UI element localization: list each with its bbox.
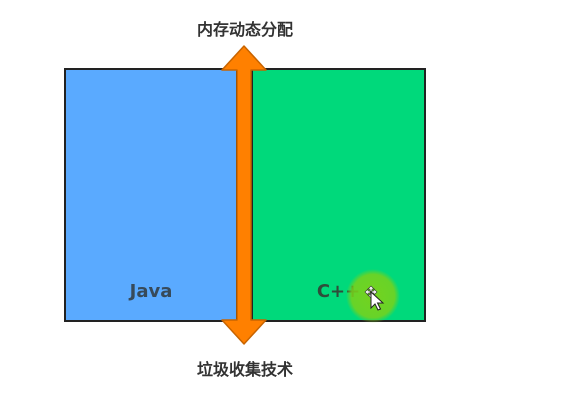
move-cursor-icon [364, 285, 385, 311]
bottom-caption: 垃圾收集技术 [196, 360, 293, 379]
top-caption: 内存动态分配 [196, 20, 293, 39]
java-box: Java [64, 68, 238, 322]
java-label: Java [129, 281, 173, 302]
cursor-highlight [345, 268, 401, 324]
